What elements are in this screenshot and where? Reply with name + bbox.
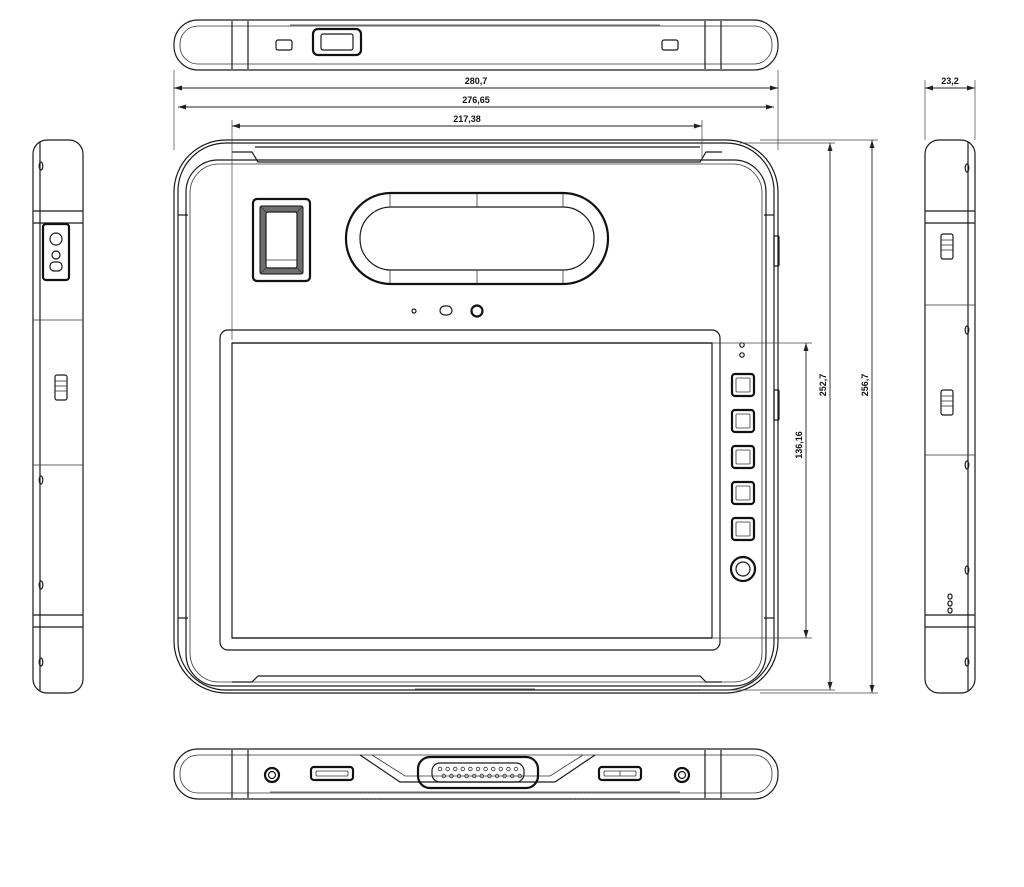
docking-connector xyxy=(359,754,596,790)
label-body-width: 276,65 xyxy=(462,95,490,105)
top-button-right xyxy=(661,39,679,51)
connector-pin xyxy=(494,773,500,779)
connector-pin xyxy=(498,766,503,772)
hardware-key-5 xyxy=(730,516,756,542)
label-screen-height: 136,16 xyxy=(794,431,804,459)
hardware-key-1 xyxy=(730,372,756,398)
right-side-view xyxy=(924,139,976,694)
left-side-view xyxy=(32,139,84,694)
front-view xyxy=(173,139,780,694)
hardware-key-4 xyxy=(730,480,756,506)
dimension-lines xyxy=(173,70,976,694)
connector-pin xyxy=(510,773,515,779)
connector-pin xyxy=(483,766,488,772)
top-scanner-window xyxy=(311,27,363,57)
top-button-left xyxy=(275,39,293,51)
connector-pin xyxy=(449,773,454,779)
label-overall-height: 256,7 xyxy=(860,374,870,397)
front-camera xyxy=(411,304,484,318)
connector-pin xyxy=(475,766,481,772)
connector-pin xyxy=(453,766,458,772)
speaker-holes xyxy=(947,593,953,614)
bottom-usb-right xyxy=(597,765,643,782)
label-screen-width: 217,38 xyxy=(453,114,481,124)
connector-pin xyxy=(464,773,469,779)
connector-pin xyxy=(437,766,443,772)
bottom-view xyxy=(173,748,779,800)
handle-slot xyxy=(344,191,610,286)
hardware-key-3 xyxy=(730,444,756,470)
power-button xyxy=(729,555,757,583)
connector-pin xyxy=(472,773,477,779)
display-bezel xyxy=(219,329,721,651)
left-side-latch xyxy=(54,374,68,401)
connector-pin xyxy=(517,773,522,779)
connector-pin xyxy=(491,766,496,772)
connector-pin xyxy=(502,773,507,779)
connector-pin xyxy=(506,766,511,772)
label-overall-width: 280,7 xyxy=(465,76,488,86)
right-side-latch-upper xyxy=(940,233,954,260)
connector-pin xyxy=(445,766,450,772)
connector-pin xyxy=(487,773,492,779)
left-camera-module xyxy=(41,222,71,282)
bottom-port-left xyxy=(263,766,281,784)
bottom-port-right xyxy=(673,766,691,784)
top-view xyxy=(173,19,779,71)
hardware-key-2 xyxy=(730,408,756,434)
connector-pins xyxy=(437,766,522,779)
connector-pin xyxy=(468,766,473,772)
connector-pin xyxy=(441,773,446,779)
label-body-height: 252,7 xyxy=(818,374,828,397)
right-side-latch-lower xyxy=(940,389,954,416)
connector-pin xyxy=(460,766,465,772)
display-screen xyxy=(231,342,713,639)
connector-pin xyxy=(479,773,484,779)
connector-pin xyxy=(513,766,519,772)
fingerprint-sensor xyxy=(251,197,312,283)
bottom-usb-left xyxy=(309,765,355,782)
connector-pin xyxy=(456,773,462,779)
label-depth: 23,2 xyxy=(941,76,959,86)
